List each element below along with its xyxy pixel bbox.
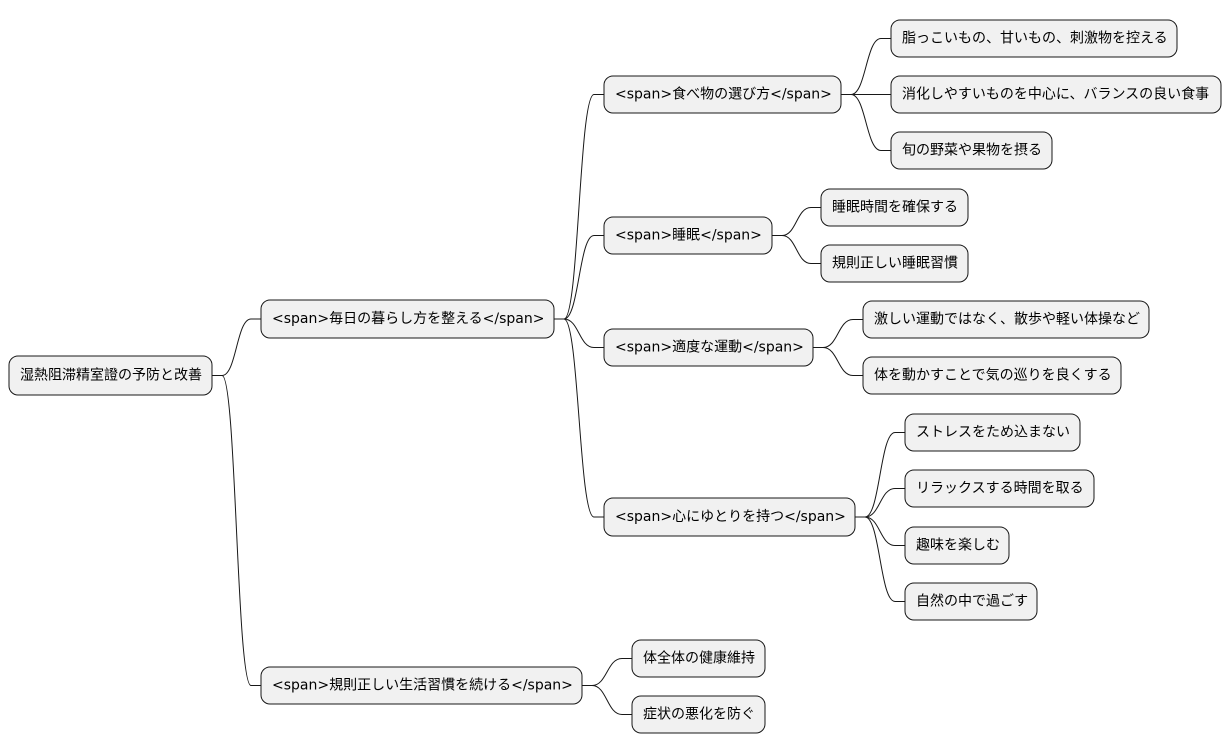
edge-mind-to-leaf-1 — [855, 432, 905, 518]
edge-sleep-to-leaf-1 — [772, 207, 821, 236]
leaf-mind-1: ストレスをため込まない — [904, 413, 1081, 452]
node-exercise: <span>適度な運動</span> — [603, 328, 814, 367]
node-regular-habits: <span>規則正しい生活習慣を続ける</span> — [260, 666, 583, 705]
edge-food-to-leaf-1 — [841, 38, 891, 95]
edge-sleep-to-leaf-2 — [772, 235, 821, 264]
leaf-food-1: 脂っこいもの、甘いもの、刺激物を控える — [890, 19, 1178, 58]
leaf-sleep-2: 規則正しい睡眠習慣 — [820, 244, 969, 283]
edge-daily-life-to-mind — [554, 318, 604, 518]
leaf-habits-1-label: 体全体の健康維持 — [643, 650, 755, 667]
edge-daily-life-to-food — [554, 94, 604, 320]
leaf-sleep-1: 睡眠時間を確保する — [820, 188, 969, 227]
leaf-mind-2: リラックスする時間を取る — [904, 469, 1095, 508]
edge-mind-to-leaf-2 — [855, 488, 905, 518]
leaf-exercise-2-label: 体を動かすことで気の巡りを良くする — [874, 368, 1112, 384]
edge-mind-to-leaf-4 — [855, 516, 905, 602]
leaf-mind-1-label: ストレスをため込まない — [916, 425, 1070, 441]
edge-food-to-leaf-3 — [841, 94, 891, 151]
mindmap-edges — [212, 38, 905, 715]
leaf-food-2: 消化しやすいものを中心に、バランスの良い食事 — [890, 75, 1222, 114]
node-daily-life-label: <span>毎日の暮らし方を整える</span> — [272, 311, 544, 327]
node-exercise-label: <span>適度な運動</span> — [615, 339, 804, 356]
leaf-food-3-label: 旬の野菜や果物を摂る — [902, 143, 1042, 159]
leaf-mind-3: 趣味を楽しむ — [904, 526, 1010, 565]
node-mind-label: <span>心にゆとりを持つ</span> — [615, 509, 846, 525]
node-daily-life: <span>毎日の暮らし方を整える</span> — [260, 299, 555, 339]
leaf-sleep-2-label: 規則正しい睡眠習慣 — [832, 255, 958, 272]
edge-exercise-to-leaf-2 — [813, 347, 863, 376]
leaf-mind-4: 自然の中で過ごす — [904, 582, 1038, 621]
node-root-label: 湿熱阻滞精室證の予防と改善 — [20, 367, 202, 384]
node-sleep-label: <span>睡眠</span> — [615, 228, 762, 244]
edge-habits-to-leaf-2 — [582, 685, 632, 715]
edge-mind-to-leaf-3 — [855, 516, 905, 546]
node-food-label: <span>食べ物の選び方</span> — [615, 86, 832, 103]
leaf-habits-2: 症状の悪化を防ぐ — [631, 695, 766, 734]
leaf-exercise-1-label: 激しい運動ではなく、散歩や軽い体操など — [874, 311, 1140, 328]
leaf-habits-1: 体全体の健康維持 — [631, 639, 766, 678]
edge-daily-life-to-exercise — [554, 318, 604, 348]
edge-root-to-regular-habits — [212, 375, 261, 686]
edge-exercise-to-leaf-1 — [813, 319, 863, 348]
leaf-food-2-label: 消化しやすいものを中心に、バランスの良い食事 — [902, 86, 1209, 103]
leaf-mind-2-label: リラックスする時間を取る — [916, 481, 1084, 497]
node-food: <span>食べ物の選び方</span> — [603, 75, 842, 114]
leaf-food-3: 旬の野菜や果物を摂る — [890, 131, 1053, 170]
node-sleep: <span>睡眠</span> — [603, 216, 773, 255]
leaf-mind-4-label: 自然の中で過ごす — [916, 593, 1028, 610]
leaf-exercise-2: 体を動かすことで気の巡りを良くする — [862, 356, 1122, 395]
node-mind: <span>心にゆとりを持つ</span> — [603, 497, 856, 537]
leaf-mind-3-label: 趣味を楽しむ — [916, 538, 1000, 554]
edge-root-to-daily-life — [212, 318, 261, 376]
node-root: 湿熱阻滞精室證の予防と改善 — [8, 355, 213, 396]
leaf-sleep-1-label: 睡眠時間を確保する — [832, 200, 958, 216]
edge-habits-to-leaf-1 — [582, 658, 632, 686]
node-regular-habits-label: <span>規則正しい生活習慣を続ける</span> — [272, 677, 573, 694]
leaf-habits-2-label: 症状の悪化を防ぐ — [643, 707, 755, 723]
leaf-food-1-label: 脂っこいもの、甘いもの、刺激物を控える — [902, 30, 1168, 47]
leaf-exercise-1: 激しい運動ではなく、散歩や軽い体操など — [862, 300, 1150, 339]
edge-daily-life-to-sleep — [554, 235, 604, 320]
